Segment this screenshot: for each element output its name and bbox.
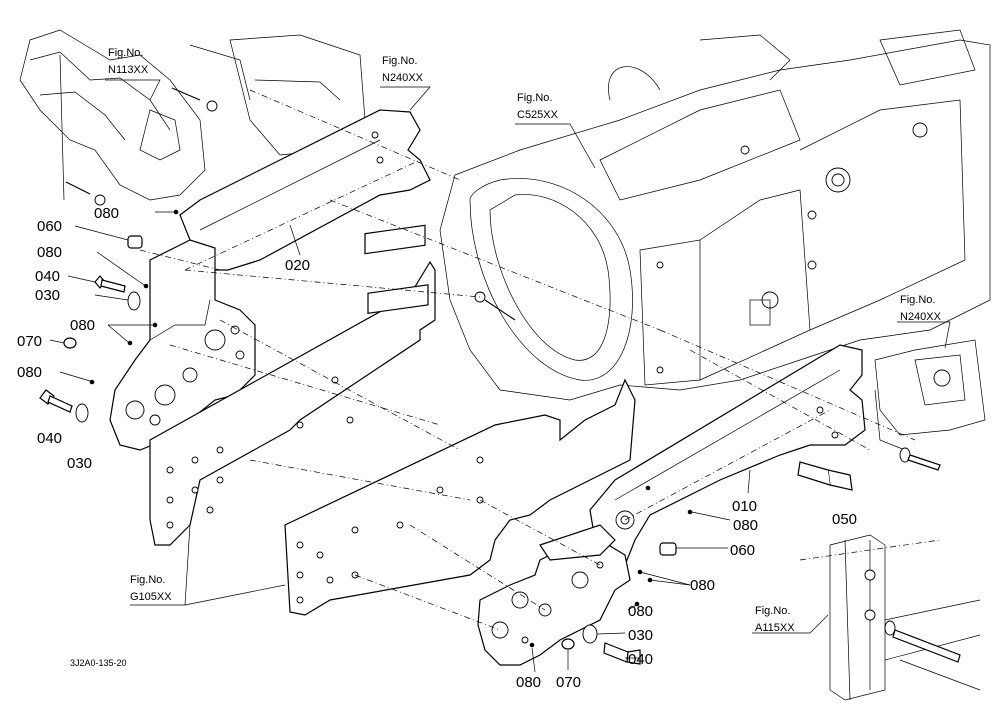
part-number-labels: 080 060 080 040 030 080 070 080 040 030 … [17,205,857,691]
right-bracket-assembly [477,524,631,666]
part-label: 080 [733,517,758,534]
transmission-housing-drawing [439,29,991,401]
fig-ref-n240-top-line2: N240XX [382,72,424,84]
fig-ref-n113-line2: N113XX [108,64,149,76]
part-label: 050 [832,511,857,528]
alignment-lines [139,89,941,631]
part-label: 070 [556,674,581,691]
lower-right-frame-drawing [829,534,981,701]
part-label: 040 [35,268,60,285]
part-label: 080 [516,674,541,691]
part-label: 010 [732,498,757,515]
leader-lines [49,79,951,673]
fig-ref-n240-top-line1: Fig.No. [382,55,417,67]
part-label: 080 [94,205,119,222]
part-label: 080 [17,364,42,381]
fig-ref-n240-right-line1: Fig.No. [900,294,935,306]
fig-ref-a115-line2: A115XX [755,622,795,634]
fig-ref-c525-line2: C525XX [517,109,559,121]
part-label: 080 [37,244,62,261]
part-label: 020 [285,257,310,274]
part-label: 040 [37,430,62,447]
fig-ref-g105-line2: G105XX [130,591,172,603]
fig-ref-n113-line1: Fig.No. [108,47,143,59]
part-label: 030 [67,455,92,472]
part-label: 080 [628,603,653,620]
fig-ref-c525-line1: Fig.No. [517,92,552,104]
part-label: 060 [37,218,62,235]
part-label: 060 [730,542,755,559]
part-label: 040 [628,651,653,668]
drawing-code: 3J2A0-135-20 [70,658,127,668]
figure-references: Fig.No. N113XX Fig.No. N240XX Fig.No. C5… [108,47,942,634]
fig-ref-n240-right-line2: N240XX [900,311,942,323]
left-bracket-assembly [109,239,256,451]
part-010-mounting-plate [589,344,866,566]
fig-ref-a115-line1: Fig.No. [755,605,790,617]
hardware-fasteners [39,209,961,665]
part-label: 030 [628,627,653,644]
part-label: 080 [690,577,715,594]
fig-ref-g105-line1: Fig.No. [130,574,165,586]
left-side-plate [149,224,436,546]
right-mount-drawing [874,339,986,451]
part-label: 030 [35,287,60,304]
part-label: 070 [17,333,42,350]
part-label: 080 [70,317,95,334]
